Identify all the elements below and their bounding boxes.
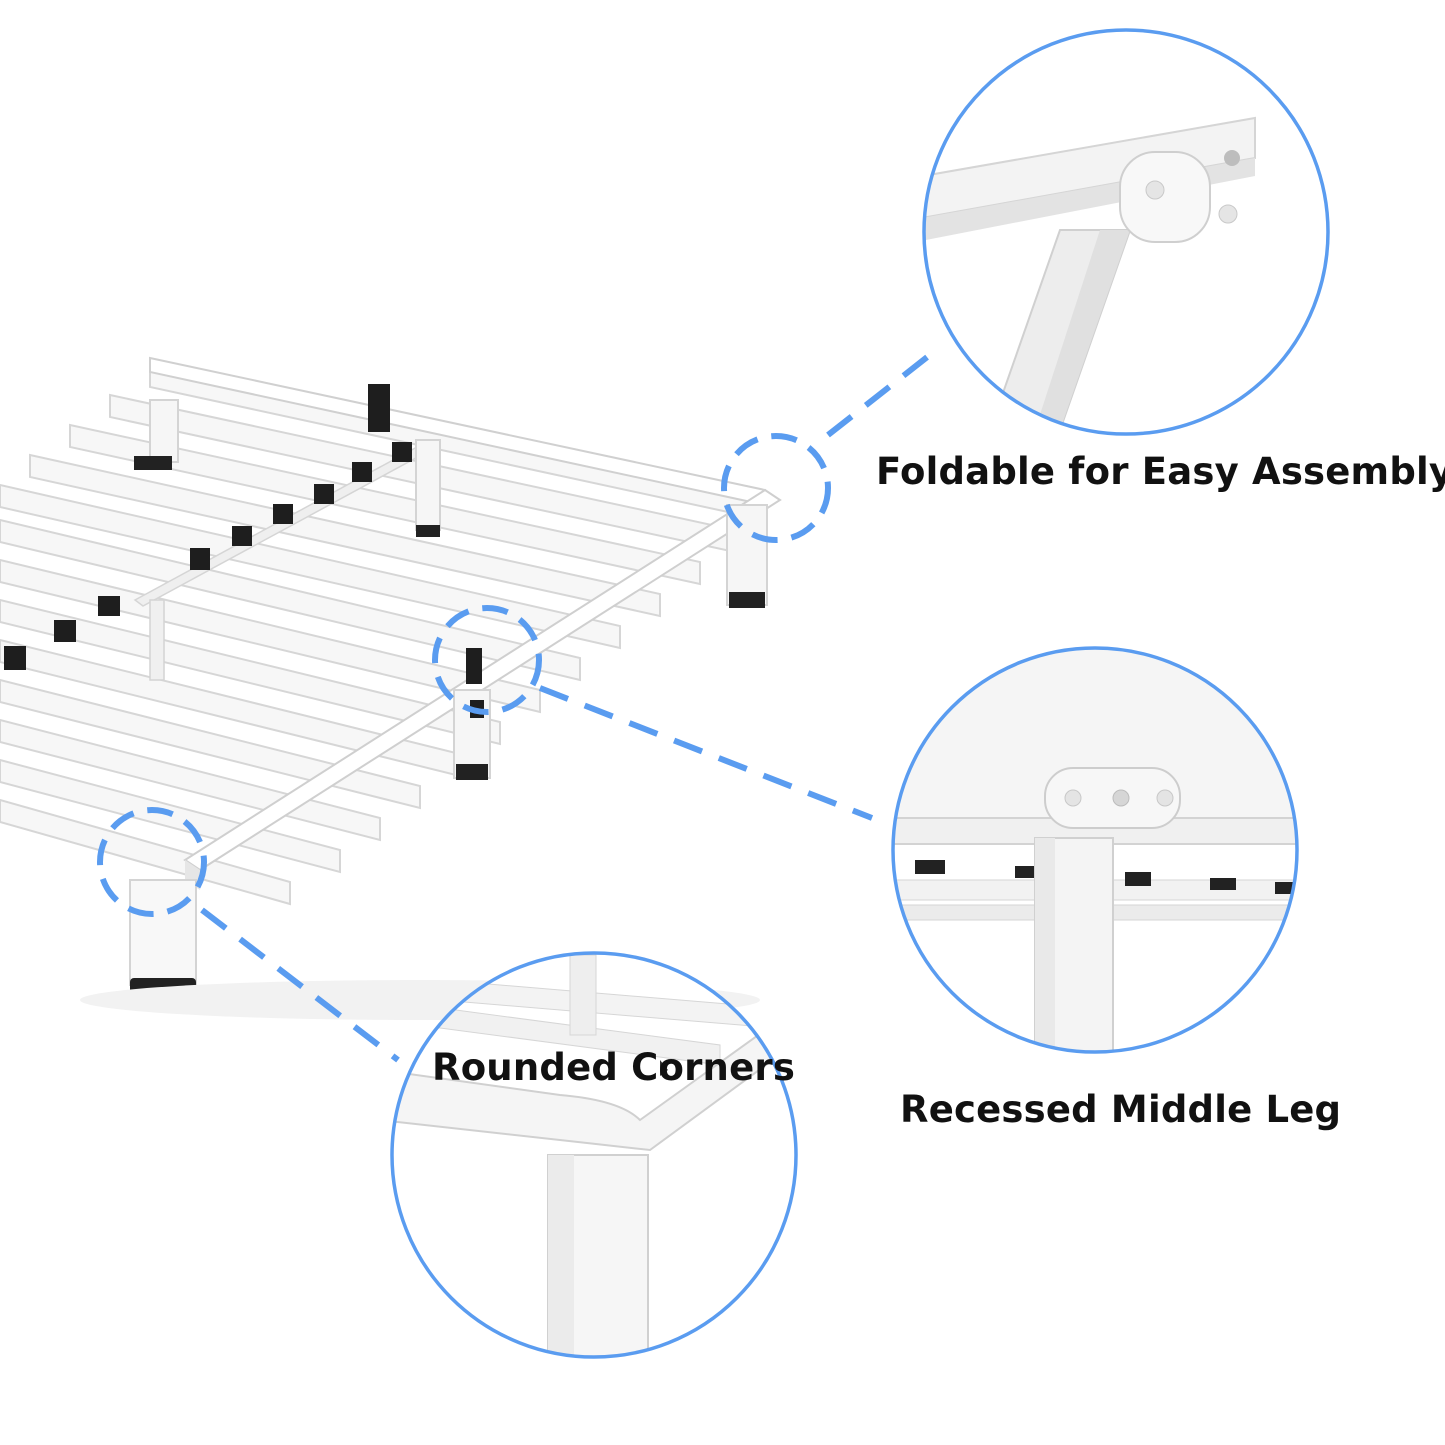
leg-connector bbox=[538, 685, 874, 821]
recessed-leg-feature-label: Recessed Middle Leg bbox=[900, 1088, 1342, 1131]
corner-closeup bbox=[390, 951, 798, 1359]
leg-callout-marker bbox=[432, 605, 542, 715]
hinge-closeup bbox=[922, 28, 1330, 436]
rounded-corners-feature-label: Rounded Corners bbox=[432, 1046, 796, 1089]
hinge-callout-marker bbox=[721, 433, 831, 543]
corner-callout-marker bbox=[97, 807, 207, 917]
corner-connector bbox=[200, 907, 400, 1063]
middle-leg-closeup bbox=[891, 646, 1299, 1054]
hinge-connector bbox=[826, 344, 942, 438]
foldable-feature-label: Foldable for Easy Assembly bbox=[876, 450, 1445, 493]
bed-frame bbox=[0, 356, 782, 1020]
